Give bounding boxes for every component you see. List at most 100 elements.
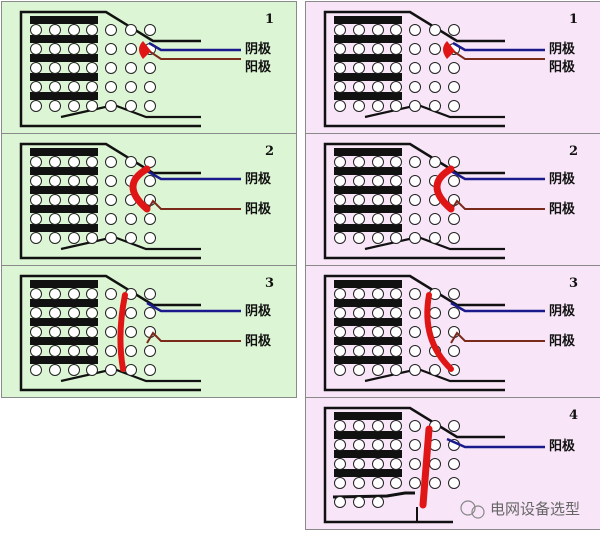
panel-number: 1 <box>265 12 274 27</box>
hole <box>353 458 365 470</box>
plate-bar <box>334 54 402 62</box>
cathode-lead <box>148 41 241 52</box>
anode-label: 阳极 <box>549 333 576 349</box>
hole <box>30 156 42 168</box>
hole <box>353 100 365 112</box>
hole <box>49 364 61 376</box>
hole <box>30 175 42 187</box>
hole <box>372 477 384 489</box>
hole <box>353 43 365 55</box>
hole <box>334 175 346 187</box>
hole <box>30 194 42 206</box>
hole <box>353 175 365 187</box>
hole <box>334 232 346 244</box>
hole <box>372 24 384 36</box>
hole <box>68 326 80 338</box>
hole <box>372 156 384 168</box>
hole <box>334 213 346 225</box>
plate-bar <box>30 167 98 175</box>
hole <box>30 364 42 376</box>
hole <box>30 62 42 74</box>
hole <box>390 100 402 112</box>
hole <box>68 345 80 357</box>
hole <box>429 458 441 470</box>
panel-number: 1 <box>569 12 578 27</box>
hole <box>448 477 460 489</box>
plate-bar <box>334 450 402 458</box>
hole <box>30 345 42 357</box>
hole <box>144 307 156 319</box>
plate-bar <box>30 318 98 326</box>
cathode-label: 阴极 <box>245 171 272 187</box>
hole <box>334 194 346 206</box>
hole <box>105 81 117 93</box>
hole <box>49 24 61 36</box>
panel-number: 2 <box>569 144 578 159</box>
hole <box>409 24 421 36</box>
hole <box>448 458 460 470</box>
hole <box>105 24 117 36</box>
panel-number: 3 <box>569 276 578 291</box>
plate-bar <box>334 318 402 326</box>
hole <box>448 288 460 300</box>
hole <box>144 345 156 357</box>
hole <box>144 100 156 112</box>
hole <box>105 326 117 338</box>
hole <box>86 345 98 357</box>
hole <box>353 81 365 93</box>
hole <box>390 213 402 225</box>
board-frame <box>19 274 201 392</box>
hole <box>30 307 42 319</box>
hole <box>68 232 80 244</box>
hole <box>334 288 346 300</box>
hole <box>409 420 421 432</box>
hole <box>86 288 98 300</box>
plate-bar <box>30 337 98 345</box>
hole <box>390 232 402 244</box>
hole <box>30 213 42 225</box>
watermark: 电网设备选型 <box>460 500 580 519</box>
hole <box>105 232 117 244</box>
hole <box>86 326 98 338</box>
plate-bar <box>334 16 402 24</box>
board-frame <box>19 10 201 128</box>
wechat-icon <box>460 500 476 516</box>
hole <box>409 213 421 225</box>
anode-label: 阳极 <box>549 438 576 454</box>
plate-bar <box>334 299 402 307</box>
board-frame <box>323 406 505 524</box>
hole <box>353 439 365 451</box>
plate-bar <box>30 299 98 307</box>
hole <box>372 345 384 357</box>
cathode-lead <box>146 169 241 181</box>
hole <box>68 364 80 376</box>
hole <box>125 24 137 36</box>
hole <box>409 458 421 470</box>
cathode-lead <box>450 301 545 313</box>
hole <box>409 81 421 93</box>
plate-bar <box>30 73 98 81</box>
hole <box>125 307 137 319</box>
hole <box>105 43 117 55</box>
hole <box>30 100 42 112</box>
hole <box>49 81 61 93</box>
hole <box>144 24 156 36</box>
hole <box>68 194 80 206</box>
plate-bar <box>30 186 98 194</box>
hole <box>448 24 460 36</box>
arc-mark <box>139 41 151 59</box>
anode-label: 阳极 <box>549 201 576 217</box>
hole <box>30 43 42 55</box>
hole <box>372 458 384 470</box>
cathode-lead <box>450 169 545 181</box>
hole <box>448 345 460 357</box>
hole <box>372 326 384 338</box>
hole <box>144 81 156 93</box>
hole <box>68 156 80 168</box>
hole <box>125 345 137 357</box>
hole <box>353 477 365 489</box>
hole <box>49 43 61 55</box>
plate-bar <box>30 92 98 100</box>
